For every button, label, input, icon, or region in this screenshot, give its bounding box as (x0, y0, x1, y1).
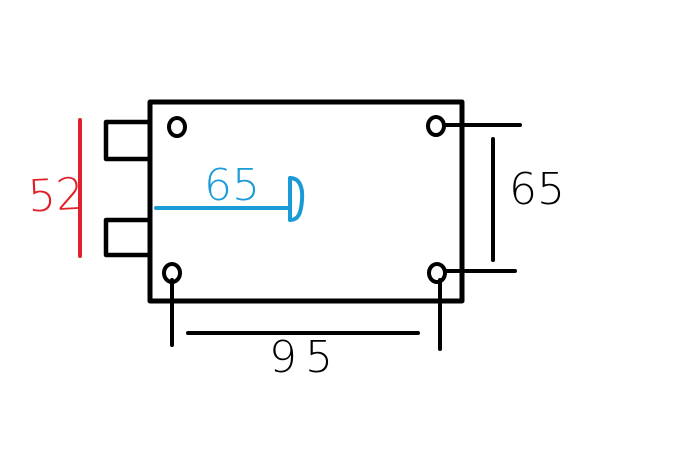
connector-bottom (103, 217, 153, 258)
connector-top (103, 119, 153, 162)
blue-dimension-end-mark (288, 176, 305, 222)
right-dimension-label: 65 (509, 164, 565, 215)
board-outline (147, 99, 465, 304)
bottom-dimension-label: 95 (269, 332, 341, 383)
blue-dimension-label: 65 (204, 160, 260, 211)
mounting-hole-top-right (426, 115, 446, 137)
mounting-hole-top-left (167, 116, 187, 138)
mounting-hole-bottom-right (427, 262, 447, 284)
red-dimension-label: 52 (27, 169, 86, 223)
